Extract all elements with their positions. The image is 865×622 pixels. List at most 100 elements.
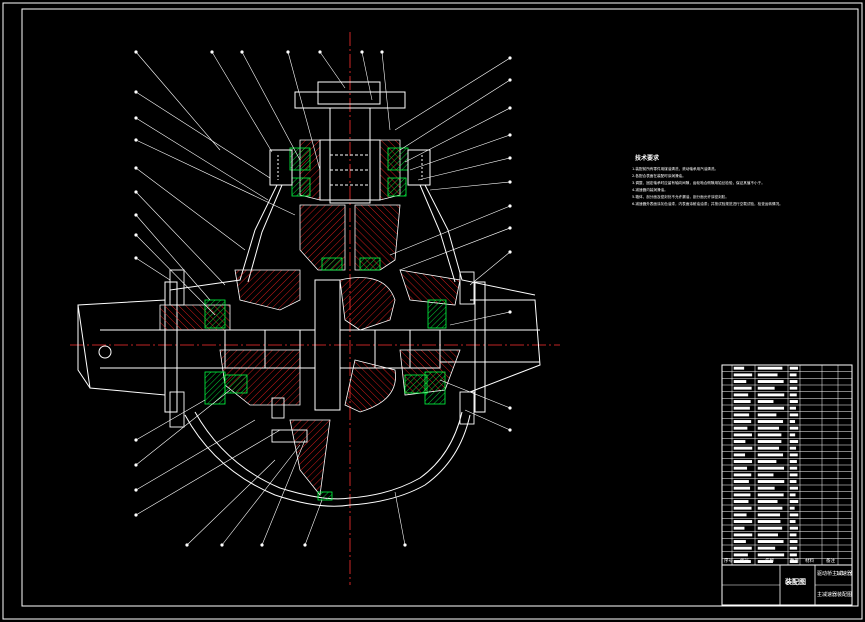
parts-cell-entry: [733, 533, 753, 537]
parts-cell-entry: [757, 420, 784, 423]
parts-cell-entry: [733, 473, 752, 477]
leader-dot: [403, 543, 407, 547]
leader-line: [186, 459, 276, 546]
parts-cell-entry: [757, 406, 785, 410]
parts-cell-entry: [757, 386, 775, 390]
parts-cell-entry: [733, 366, 745, 370]
parts-cell-entry: [757, 513, 781, 517]
parts-cell-entry: [789, 433, 796, 437]
parts-cell-entry: [757, 520, 781, 523]
leader-dot: [508, 78, 512, 82]
leader-dot: [134, 50, 138, 54]
leader-line: [135, 399, 206, 441]
leader-dot: [508, 406, 512, 410]
parts-cell-entry: [789, 473, 798, 477]
parts-cell-entry: [757, 473, 774, 477]
parts-cell-entry: [757, 380, 784, 383]
leader-line: [409, 134, 511, 171]
notes-title: 技术要求: [635, 154, 660, 162]
parts-cell-entry: [757, 433, 782, 437]
leader-line: [135, 167, 246, 251]
parts-cell-entry: [789, 480, 797, 483]
parts-cell-entry: [757, 393, 785, 397]
note-line-5: 5.箱体，剖分面及密封处不允许漏油，剖分面允许涂密封胶。: [632, 194, 729, 199]
parts-cell-entry: [733, 480, 749, 483]
parts-cell-entry: [733, 440, 746, 443]
leader-line: [135, 257, 171, 281]
title-name-1: 驱动桥主减速器: [817, 570, 852, 577]
leader-dot: [508, 106, 512, 110]
note-line-4: 4.减速器内装润滑油。: [632, 187, 668, 192]
parts-cell-entry: [757, 440, 782, 443]
leader-dot: [134, 488, 138, 492]
part-balloons: [134, 50, 512, 547]
parts-cell-entry: [789, 406, 796, 410]
parts-cell-entry: [733, 560, 751, 563]
leader-line: [135, 214, 211, 301]
parts-cell-entry: [789, 526, 798, 530]
leader-dot: [508, 180, 512, 184]
parts-cell-entry: [789, 446, 797, 450]
parts-col-header: 名称: [765, 557, 774, 564]
parts-cell-entry: [733, 493, 751, 497]
leader-dot: [508, 428, 512, 432]
parts-cell-entry: [733, 406, 750, 410]
leader-dot: [240, 50, 244, 54]
leader-line: [135, 429, 281, 516]
leader-line: [304, 499, 323, 546]
leader-line: [135, 191, 226, 286]
leader-line: [449, 311, 511, 326]
leader-line: [135, 51, 221, 151]
title-block: 装配图 驱动桥主减速器 主减速器装配图 1:1 序号代号名称数量材料备注: [721, 364, 853, 606]
parts-cell-entry: [789, 506, 795, 510]
inner-border: [21, 8, 859, 607]
leader-dot: [134, 138, 138, 142]
leader-dot: [134, 190, 138, 194]
parts-cell-entry: [757, 466, 785, 470]
leader-dot: [380, 50, 384, 54]
leader-dot: [134, 90, 138, 94]
leader-line: [381, 51, 391, 131]
title-name-2: 主减速器装配图: [817, 591, 852, 598]
parts-col-header: 数量: [790, 557, 799, 564]
leader-dot: [508, 226, 512, 230]
leader-dot: [134, 513, 138, 517]
parts-cell-entry: [789, 460, 797, 463]
note-line-3: 3.调整、固定轴承时应留有轴向间隙，齿轮啮合侧隙用铅丝检验，保证其值不小于。: [632, 180, 765, 185]
parts-cell-entry: [733, 413, 750, 417]
leader-dot: [508, 56, 512, 60]
parts-cell-entry: [757, 553, 785, 557]
parts-cell-entry: [733, 466, 748, 470]
parts-cell-entry: [733, 460, 753, 463]
note-line-1: 1.装配前所有零件用煤油清洗，滚动轴承用汽油清洗。: [632, 166, 718, 171]
leader-dot: [134, 213, 138, 217]
parts-cell-entry: [733, 486, 751, 490]
parts-cell-entry: [789, 420, 796, 423]
leader-line: [135, 234, 216, 316]
parts-cell-entry: [757, 526, 783, 530]
pinion-shaft: [269, 81, 431, 204]
parts-cell-entry: [757, 480, 785, 483]
leader-dot: [303, 543, 307, 547]
parts-cell-entry: [789, 493, 796, 497]
leader-dot: [508, 133, 512, 137]
leader-dot: [220, 543, 224, 547]
parts-cell-entry: [733, 546, 752, 550]
leader-dot: [508, 310, 512, 314]
leader-line: [464, 409, 511, 431]
title-label: 装配图: [784, 577, 806, 586]
leader-line: [394, 57, 511, 131]
parts-cell-entry: [789, 553, 797, 557]
parts-cell-entry: [789, 546, 798, 550]
parts-cell-entry: [733, 526, 745, 530]
parts-cell-entry: [757, 446, 780, 450]
parts-cell-entry: [789, 386, 798, 390]
parts-cell-entry: [789, 413, 799, 417]
parts-cell-entry: [733, 373, 753, 377]
leader-line: [429, 181, 511, 191]
parts-cell-entry: [733, 400, 751, 403]
leader-line: [469, 251, 511, 286]
parts-col-header: 代号: [740, 557, 749, 564]
note-line-2: 2.各配合表面在装配时涂润滑油。: [632, 173, 686, 178]
